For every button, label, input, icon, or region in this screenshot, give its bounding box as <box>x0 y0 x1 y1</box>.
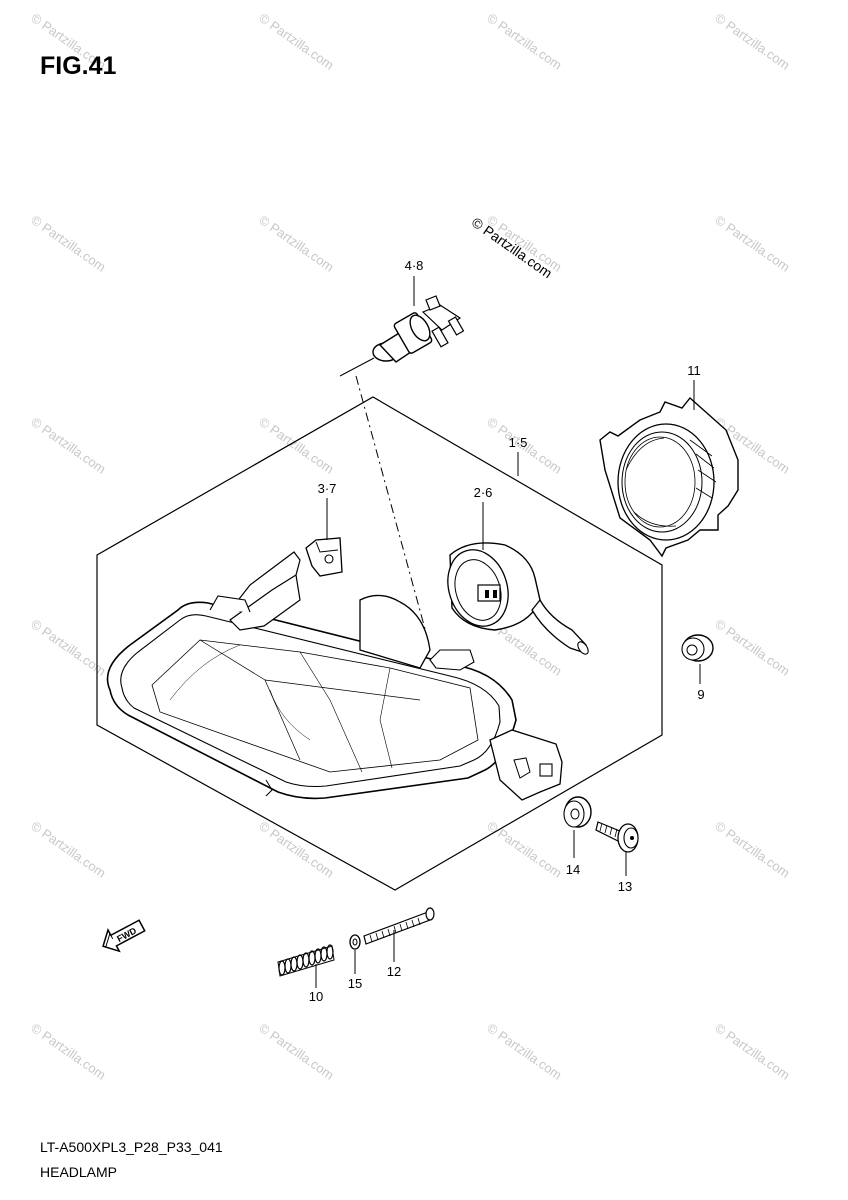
callout-socket: 2·6 <box>474 485 493 500</box>
leader-lines <box>315 276 701 988</box>
spring-part <box>277 944 335 977</box>
bulb-part <box>372 295 465 363</box>
adjust-screw-part <box>363 907 435 945</box>
callout-headlamp-assembly: 1·5 <box>509 435 528 450</box>
clip-part <box>305 537 343 577</box>
callout-labels: 4·8 1·5 2·6 3·7 11 9 14 13 10 15 12 <box>309 258 705 1004</box>
callout-spring: 10 <box>309 989 323 1004</box>
callout-bolt: 13 <box>618 879 632 894</box>
bolt-part <box>595 821 639 853</box>
callout-washer: 15 <box>348 976 362 991</box>
washer-part <box>349 934 361 950</box>
callout-cushion: 14 <box>566 862 580 877</box>
grommet-part <box>681 634 714 662</box>
callout-bulb: 4·8 <box>405 258 424 273</box>
socket-part <box>447 542 589 655</box>
cushion-part <box>563 796 592 828</box>
section-name: HEADLAMP <box>40 1164 118 1180</box>
callout-grommet: 9 <box>697 687 704 702</box>
headlamp-body <box>106 551 563 801</box>
callout-adjust-screw: 12 <box>387 964 401 979</box>
assembly-outline <box>96 396 663 891</box>
callout-bulb-cover: 11 <box>687 363 701 378</box>
figure-title: FIG.41 <box>40 52 117 80</box>
model-code: LT-A500XPL3_P28_P33_041 <box>40 1139 223 1155</box>
bulb-leader-link <box>339 357 375 377</box>
bulb-leader-dashed <box>355 375 429 641</box>
fwd-arrow-icon: FWD <box>102 919 146 953</box>
callout-clip: 3·7 <box>318 481 337 496</box>
bulb-cover-part <box>599 396 739 558</box>
